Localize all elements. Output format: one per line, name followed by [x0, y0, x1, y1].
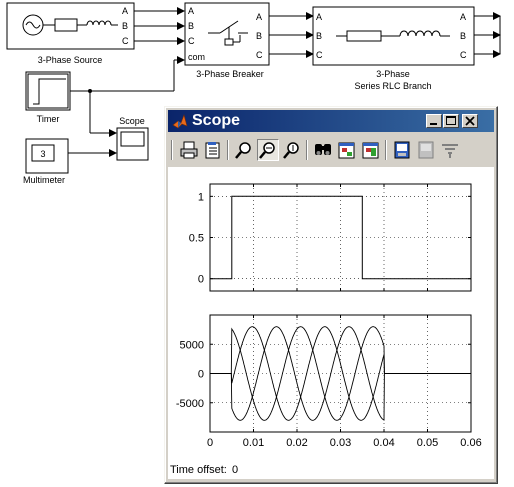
timer-wires [70, 56, 185, 137]
breaker-in-a: A [188, 6, 194, 16]
autoscale-button[interactable] [312, 139, 334, 161]
phase-current-line-3 [210, 326, 471, 421]
y-tick-label: -5000 [176, 398, 204, 410]
scope-title-bar[interactable]: Scope [168, 110, 494, 132]
breaker-out-b: B [256, 31, 262, 41]
x-tick-label: 0.01 [243, 437, 264, 449]
multimeter-value: 3 [40, 149, 45, 159]
toolbar-separator [385, 140, 387, 160]
zoom-x-button[interactable] [257, 139, 279, 161]
time-offset-value: 0 [232, 464, 239, 476]
x-tick-label: 0 [207, 437, 213, 449]
y-tick-label: 5000 [180, 339, 204, 351]
maximize-icon [446, 116, 456, 125]
toolbar-grip [171, 140, 173, 160]
minimize-button[interactable] [426, 114, 442, 128]
rlc-out-b: B [460, 31, 466, 41]
breaker-label: 3-Phase Breaker [196, 69, 264, 79]
x-tick-label: 0.06 [460, 437, 481, 449]
y-tick-label: 0.5 [189, 233, 204, 245]
zoom-button[interactable] [233, 139, 255, 161]
y-tick-label: 1 [198, 191, 204, 203]
breaker-in-com: com [188, 52, 205, 62]
parameters-button[interactable] [202, 139, 224, 161]
breaker-in-c: C [188, 36, 195, 46]
parameters-icon [205, 142, 220, 159]
step-icon [33, 78, 66, 105]
scope-toolbar [168, 135, 494, 165]
save-axes-icon [338, 142, 355, 159]
x-tick-label: 0.02 [286, 437, 307, 449]
zoom-y-button[interactable] [281, 139, 303, 161]
rlc-label-line2: Series RLC Branch [354, 81, 431, 91]
x-tick-label: 0.05 [417, 437, 438, 449]
rlc-symbol-icon [336, 30, 450, 42]
close-icon [465, 116, 475, 126]
rlc-in-c: C [316, 50, 323, 60]
scope-title: Scope [192, 112, 241, 129]
rlc-in-a: A [316, 12, 322, 22]
print-button[interactable] [178, 139, 200, 161]
rlc-label-line1: 3-Phase [376, 69, 410, 79]
maximize-button[interactable] [443, 114, 459, 128]
breaker-out-c: C [256, 50, 263, 60]
rlc-out-c: C [460, 50, 467, 60]
breaker-in-b: B [188, 21, 194, 31]
breaker-signal-line [210, 195, 471, 280]
toolbar-separator [227, 140, 229, 160]
branch-point [88, 89, 92, 93]
source-breaker-wires [134, 7, 185, 45]
signal-selection-button[interactable] [439, 139, 461, 161]
y-tick-label: 0 [198, 274, 204, 286]
x-tick-label: 0.03 [330, 437, 351, 449]
series-rlc-branch-block[interactable]: A B C A B C [312, 6, 475, 66]
lock-axes-icon [418, 141, 434, 159]
scope-block[interactable] [116, 127, 149, 161]
scope-window[interactable]: Scope [164, 106, 498, 484]
timer-block[interactable] [25, 71, 71, 111]
floating-scope-icon [394, 141, 410, 159]
rlc-out-a: A [460, 12, 466, 22]
zoom-x-icon [259, 142, 275, 159]
signal-selection-icon [442, 144, 458, 158]
breaker-out-a: A [256, 12, 262, 22]
y-tick-label: 0 [198, 369, 204, 381]
breaker-rlc-wires [269, 12, 314, 58]
three-phase-breaker-block[interactable]: A B C com A B C [184, 2, 270, 66]
scope-block-label: Scope [119, 116, 145, 126]
x-tick-label: 0.04 [373, 437, 394, 449]
close-button[interactable] [462, 114, 478, 128]
lock-axes-button[interactable] [415, 139, 437, 161]
three-phase-source-block[interactable]: A B C [6, 2, 135, 50]
autoscale-icon [315, 144, 331, 155]
multimeter-block[interactable]: 3 [25, 138, 69, 174]
print-icon [180, 141, 198, 159]
zoom-icon [235, 142, 251, 159]
breaker-switch-icon [208, 20, 248, 46]
source-port-a: A [122, 6, 128, 16]
scope-plot-area: 0 0.5 1 -5000 0 5000 0 0.01 0.02 0.03 0.04 0.05 0.06… [168, 167, 494, 479]
zoom-y-icon [283, 142, 299, 159]
restore-axes-button[interactable] [360, 139, 382, 161]
floating-scope-button[interactable] [391, 139, 413, 161]
rlc-output-wires [474, 12, 501, 58]
minimize-icon [430, 123, 437, 125]
restore-axes-icon [362, 142, 379, 159]
scope-plots: 0 0.5 1 -5000 0 5000 0 0.01 0.02 0.03 0.04 0.05 0.06 [176, 183, 482, 449]
source-label: 3-Phase Source [38, 55, 103, 65]
timer-label: Timer [37, 114, 60, 124]
toolbar-separator [306, 140, 308, 160]
multimeter-label: Multimeter [23, 175, 65, 185]
save-axes-button[interactable] [336, 139, 358, 161]
source-port-b: B [122, 21, 128, 31]
matlab-logo-icon [172, 114, 188, 129]
source-port-c: C [122, 36, 129, 46]
time-offset-label: Time offset: [170, 464, 227, 476]
rlc-in-b: B [316, 31, 322, 41]
